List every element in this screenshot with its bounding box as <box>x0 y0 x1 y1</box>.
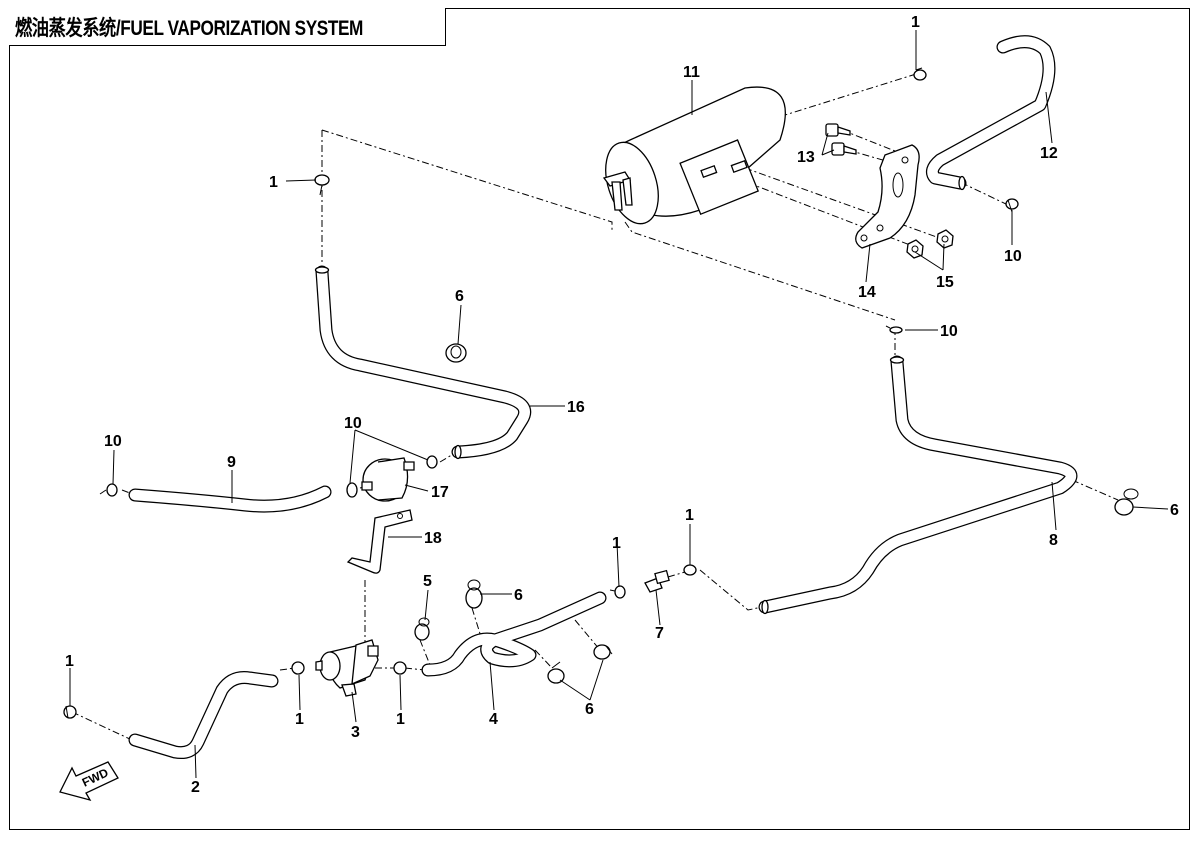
leader-lines <box>69 30 1169 779</box>
drawing-frame <box>9 8 1190 830</box>
callout-6-middle: 6 <box>514 587 523 604</box>
callout-17: 17 <box>431 484 449 501</box>
callout-6-right: 6 <box>1170 502 1179 519</box>
grommets-6 <box>445 343 1139 684</box>
connector-7 <box>644 569 670 593</box>
callout-6-top: 6 <box>455 288 464 305</box>
callout-1-middle: 1 <box>612 535 621 552</box>
callouts: 11 1 12 13 14 15 10 1 6 10 16 10 9 10 17… <box>65 14 1179 796</box>
callout-10-right-top: 10 <box>1004 248 1022 265</box>
callout-8: 8 <box>1049 532 1058 549</box>
callout-15: 15 <box>936 274 954 291</box>
clamps <box>63 67 1019 719</box>
page-title: 燃油蒸发系统/FUEL VAPORIZATION SYSTEM <box>15 16 363 40</box>
canister-11 <box>602 86 786 225</box>
routing-lines <box>71 73 1119 741</box>
callout-6-bottom: 6 <box>585 701 594 718</box>
hose-12 <box>925 35 1056 191</box>
callout-12: 12 <box>1040 145 1058 162</box>
hose-2 <box>128 671 279 759</box>
callout-1-right-middle: 1 <box>685 507 694 524</box>
bolts-13 <box>825 123 857 156</box>
callout-13: 13 <box>797 149 815 166</box>
valve-3 <box>315 639 379 697</box>
callout-2: 2 <box>191 779 200 796</box>
callout-16: 16 <box>567 399 585 416</box>
callout-14: 14 <box>858 284 876 301</box>
callout-10-middle: 10 <box>940 323 958 340</box>
bracket-18 <box>346 509 413 574</box>
filter-17 <box>361 457 415 502</box>
callout-1-valve-left: 1 <box>295 711 304 728</box>
callout-1-left-top: 1 <box>269 174 278 191</box>
callout-18: 18 <box>424 530 442 547</box>
callout-10-left: 10 <box>104 433 122 450</box>
hose-4 <box>421 591 607 677</box>
bracket-14 <box>855 144 920 249</box>
callout-5: 5 <box>423 573 432 590</box>
hose-16 <box>314 265 532 460</box>
hose-8 <box>758 355 1078 615</box>
callout-7: 7 <box>655 625 664 642</box>
callout-11: 11 <box>683 64 700 81</box>
callout-10-filter: 10 <box>344 415 362 432</box>
fwd-arrow: FWD <box>59 761 119 802</box>
grommet-5 <box>414 617 430 641</box>
callout-4: 4 <box>489 711 498 728</box>
nuts-15 <box>906 229 954 259</box>
title-box: 燃油蒸发系统/FUEL VAPORIZATION SYSTEM <box>9 8 447 46</box>
callout-3: 3 <box>351 724 360 741</box>
callout-1-top: 1 <box>911 14 920 31</box>
callout-1-bottom-left: 1 <box>65 653 74 670</box>
callout-9: 9 <box>227 454 236 471</box>
callout-1-valve-right: 1 <box>396 711 405 728</box>
hose-9 <box>128 485 332 513</box>
